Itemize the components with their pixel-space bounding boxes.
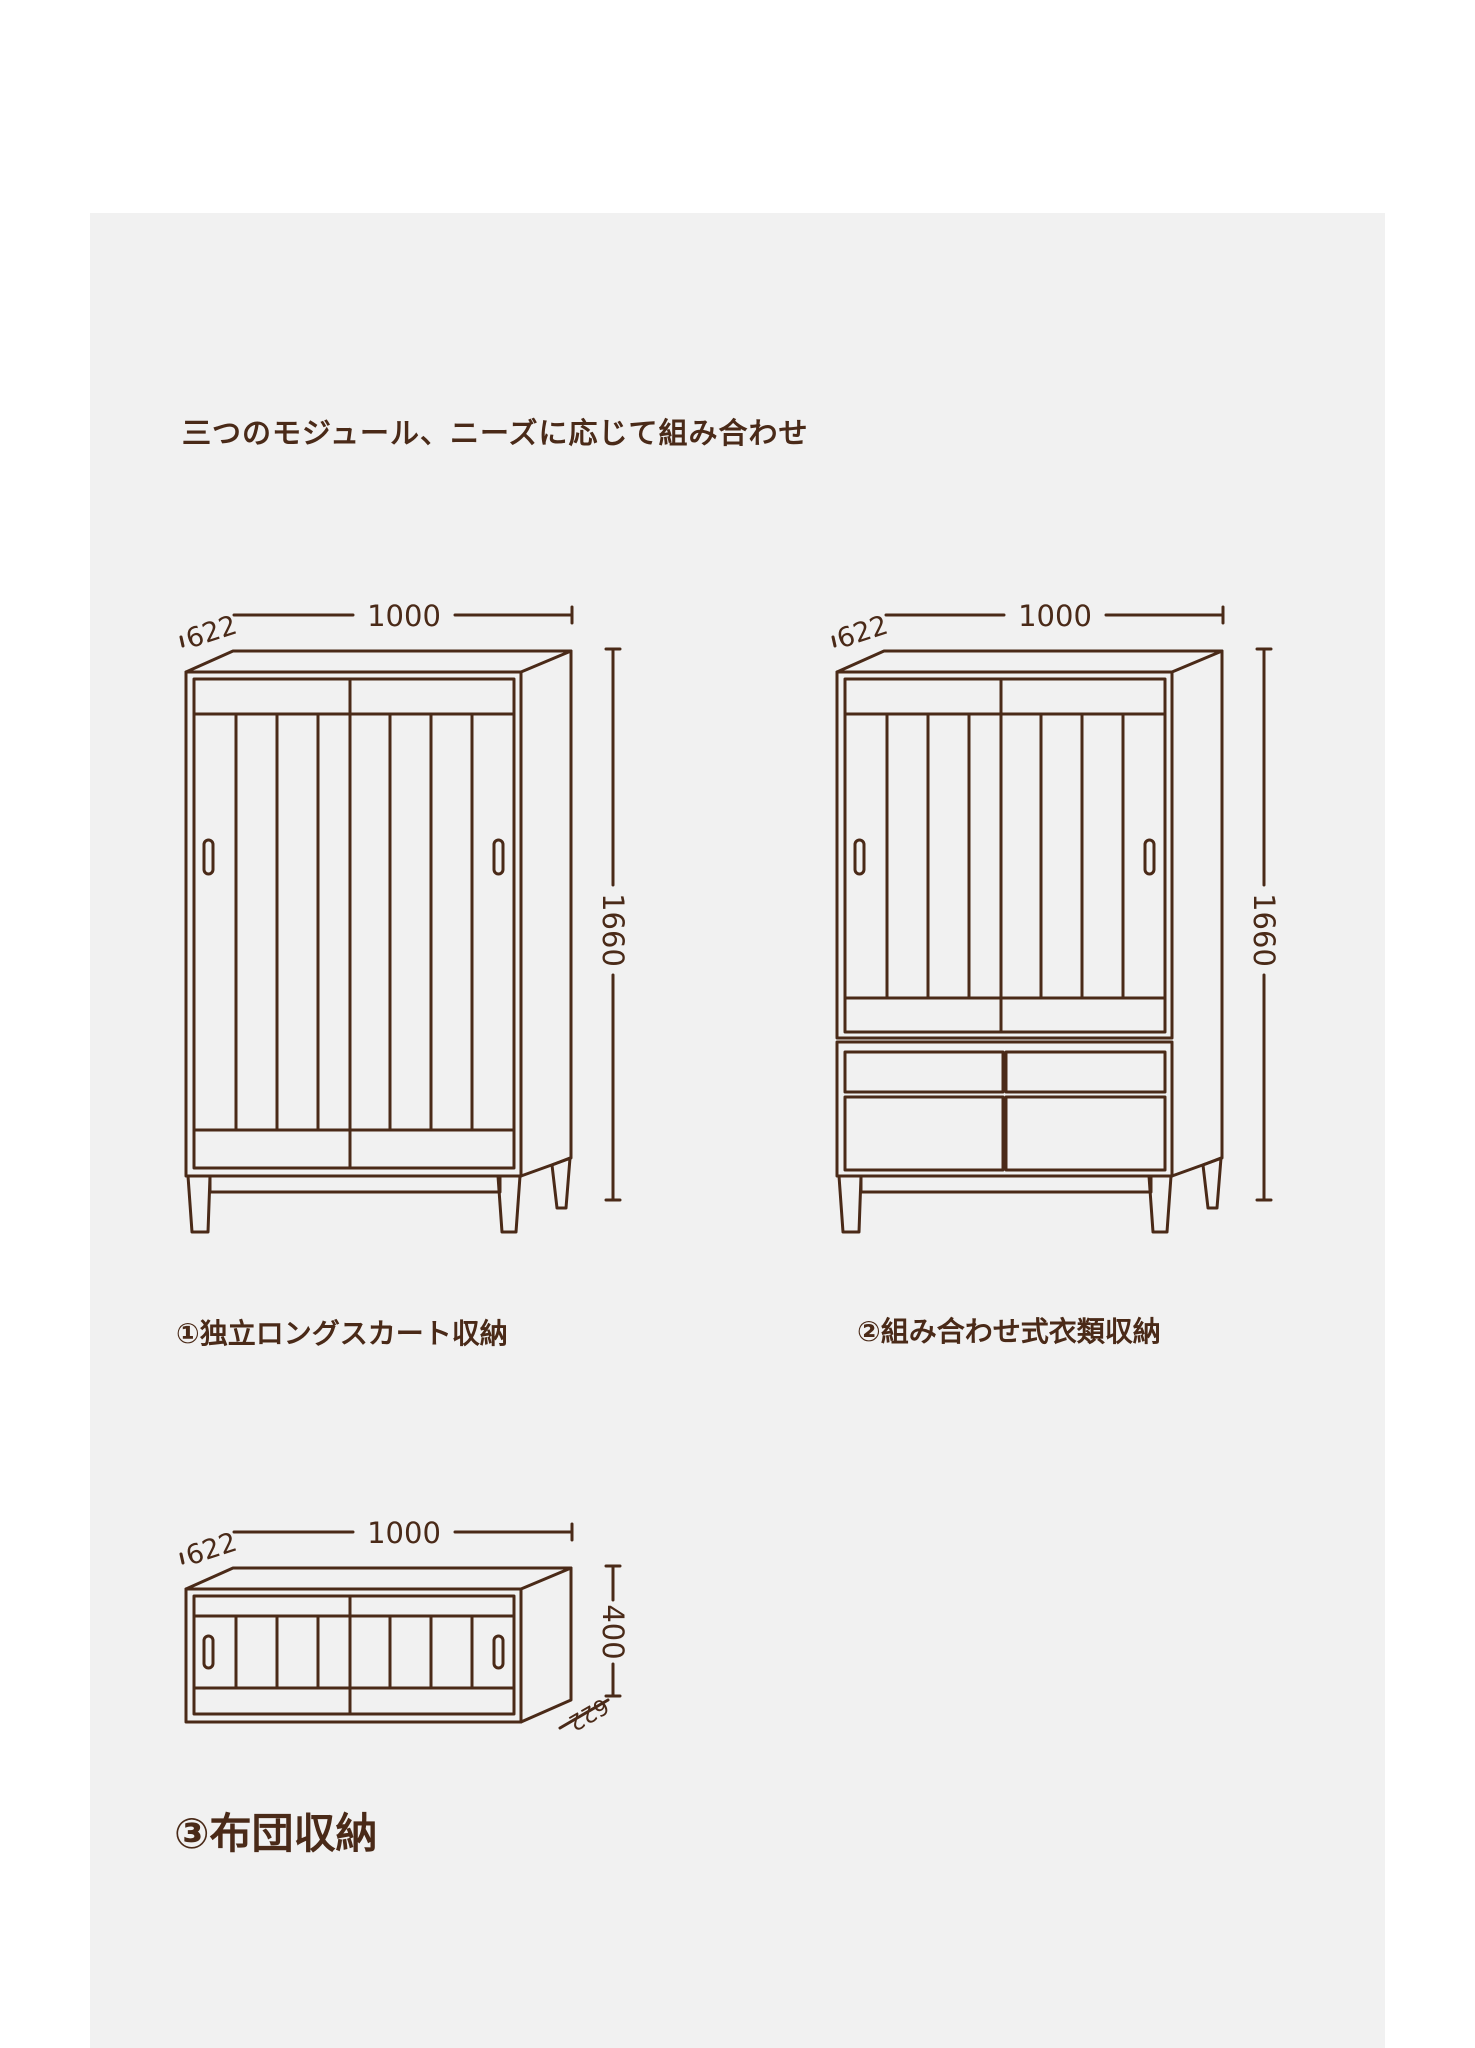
module-3-drawing xyxy=(179,1522,622,1730)
module-2-drawing xyxy=(831,605,1273,1234)
module-2-depth-label: 622 xyxy=(833,610,892,655)
leg-back-right xyxy=(550,1156,572,1210)
module-1-height-label: 1660 xyxy=(596,893,630,967)
door-handle-left xyxy=(202,838,215,876)
module-2-caption: ②組み合わせ式衣類収納 xyxy=(857,1315,1161,1348)
module-1-width-label: 1000 xyxy=(367,599,441,633)
module-1-depth-label: 622 xyxy=(182,610,241,655)
drawer-bottom-left xyxy=(843,1095,1005,1172)
drawer-top-left xyxy=(843,1050,1005,1094)
module-3-depth-label: 622 xyxy=(182,1527,241,1572)
module-3-caption: ③布団収納 xyxy=(174,1809,378,1858)
upper-cabinet-front xyxy=(835,670,1174,1040)
leg-front-left xyxy=(186,1174,212,1234)
module-3-height-label: 400 xyxy=(596,1604,630,1659)
futon-cabinet-front xyxy=(184,1587,523,1724)
module-2-width-label: 1000 xyxy=(1018,599,1092,633)
module-1-caption: ①独立ロングスカート収納 xyxy=(176,1317,508,1350)
stretcher xyxy=(208,1174,502,1194)
leg-front-right xyxy=(496,1174,522,1234)
dim-depth-tick xyxy=(179,635,185,648)
module-3-width-label: 1000 xyxy=(367,1516,441,1550)
drawer-bottom-right xyxy=(1004,1095,1167,1172)
module-2-height-label: 1660 xyxy=(1247,893,1281,967)
module-1-drawing xyxy=(179,605,622,1234)
door-top-rail xyxy=(192,677,516,716)
door-handle-right xyxy=(492,838,505,876)
door-bottom-rail xyxy=(192,1128,516,1170)
drawer-top-right xyxy=(1004,1050,1167,1094)
page-heading: 三つのモジュール、ニーズに応じて組み合わせ xyxy=(182,416,809,450)
cabinet-top-edge xyxy=(519,649,573,674)
